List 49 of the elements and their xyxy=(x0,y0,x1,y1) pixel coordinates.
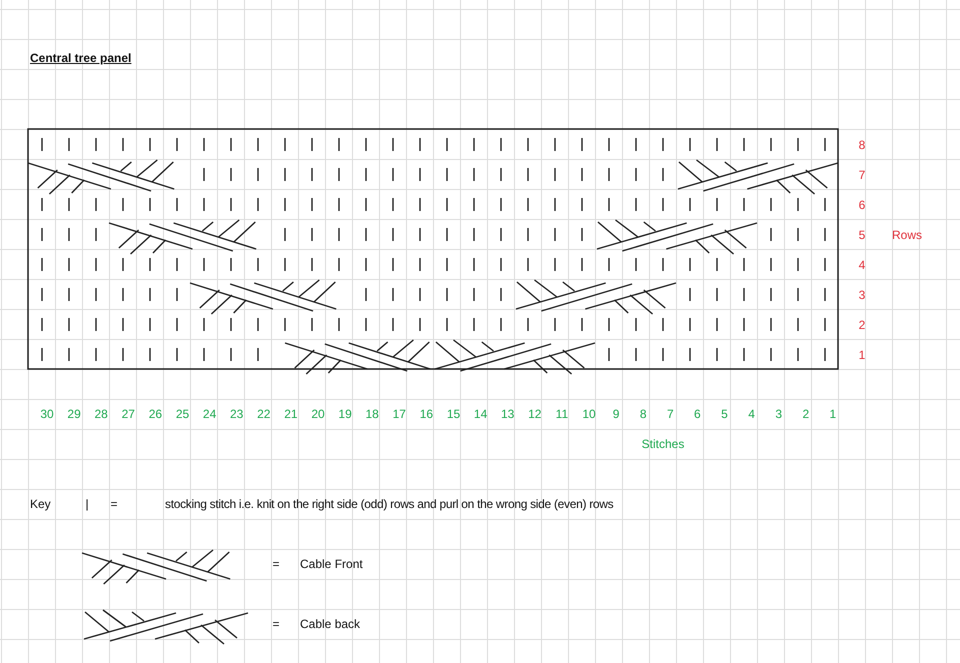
stitch-number: 8 xyxy=(640,407,647,421)
legend-text: Cable Front xyxy=(300,557,363,571)
stitch-number: 6 xyxy=(694,407,701,421)
stitch-number: 3 xyxy=(775,407,782,421)
axis-title: Rows xyxy=(892,228,922,242)
row-number: 4 xyxy=(858,258,866,272)
row-number: 2 xyxy=(858,318,866,332)
stitch-number: 30 xyxy=(40,407,54,421)
stitch-number: 5 xyxy=(721,407,728,421)
stitch-number: 28 xyxy=(94,407,108,421)
stitch-number: 12 xyxy=(528,407,542,421)
stitch-number: 13 xyxy=(501,407,514,421)
row-number: 5 xyxy=(858,228,866,242)
stitch-number: 18 xyxy=(366,407,379,421)
equals-sign: = xyxy=(272,557,280,571)
stitch-number: 2 xyxy=(802,407,810,421)
title: Central tree panel xyxy=(30,51,132,65)
equals-sign: = xyxy=(272,617,280,631)
stitch-number: 23 xyxy=(230,407,244,421)
row-number: 6 xyxy=(858,198,866,212)
stitch-number: 24 xyxy=(202,407,216,421)
stitch-number: 11 xyxy=(556,407,568,421)
stitch-number: 19 xyxy=(338,407,352,421)
stitch-number: 4 xyxy=(748,407,755,421)
row-number: 8 xyxy=(858,138,866,152)
row-number: 1 xyxy=(858,348,866,362)
stitch-number: 29 xyxy=(67,407,81,421)
stitch-symbol-text: | xyxy=(85,497,89,511)
stitch-number: 20 xyxy=(311,407,325,421)
row-number: 3 xyxy=(858,288,866,302)
stitch-number: 17 xyxy=(392,407,406,421)
axis-title: Stitches xyxy=(642,437,684,451)
row-number: 7 xyxy=(858,168,866,182)
stitch-number: 26 xyxy=(148,407,162,421)
legend-text: Cable back xyxy=(300,617,360,631)
stitch-number: 21 xyxy=(284,407,298,421)
stitch-number: 14 xyxy=(474,407,488,421)
stitch-number: 15 xyxy=(446,407,460,421)
stitch-number: 16 xyxy=(420,407,434,421)
stitch-number: 9 xyxy=(612,407,620,421)
stitch-number: 22 xyxy=(257,407,270,421)
stitch-number: 25 xyxy=(176,407,190,421)
stitch-number: 10 xyxy=(582,407,596,421)
key-heading: Key xyxy=(30,497,51,511)
stitch-number: 1 xyxy=(830,407,836,421)
equals-sign: = xyxy=(110,497,118,511)
stitch-number: 7 xyxy=(666,407,674,421)
stitch-number: 27 xyxy=(122,407,135,421)
legend-text: stocking stitch i.e. knit on the right side (odd) rows and purl on the wrong side (even) rows xyxy=(165,497,614,511)
